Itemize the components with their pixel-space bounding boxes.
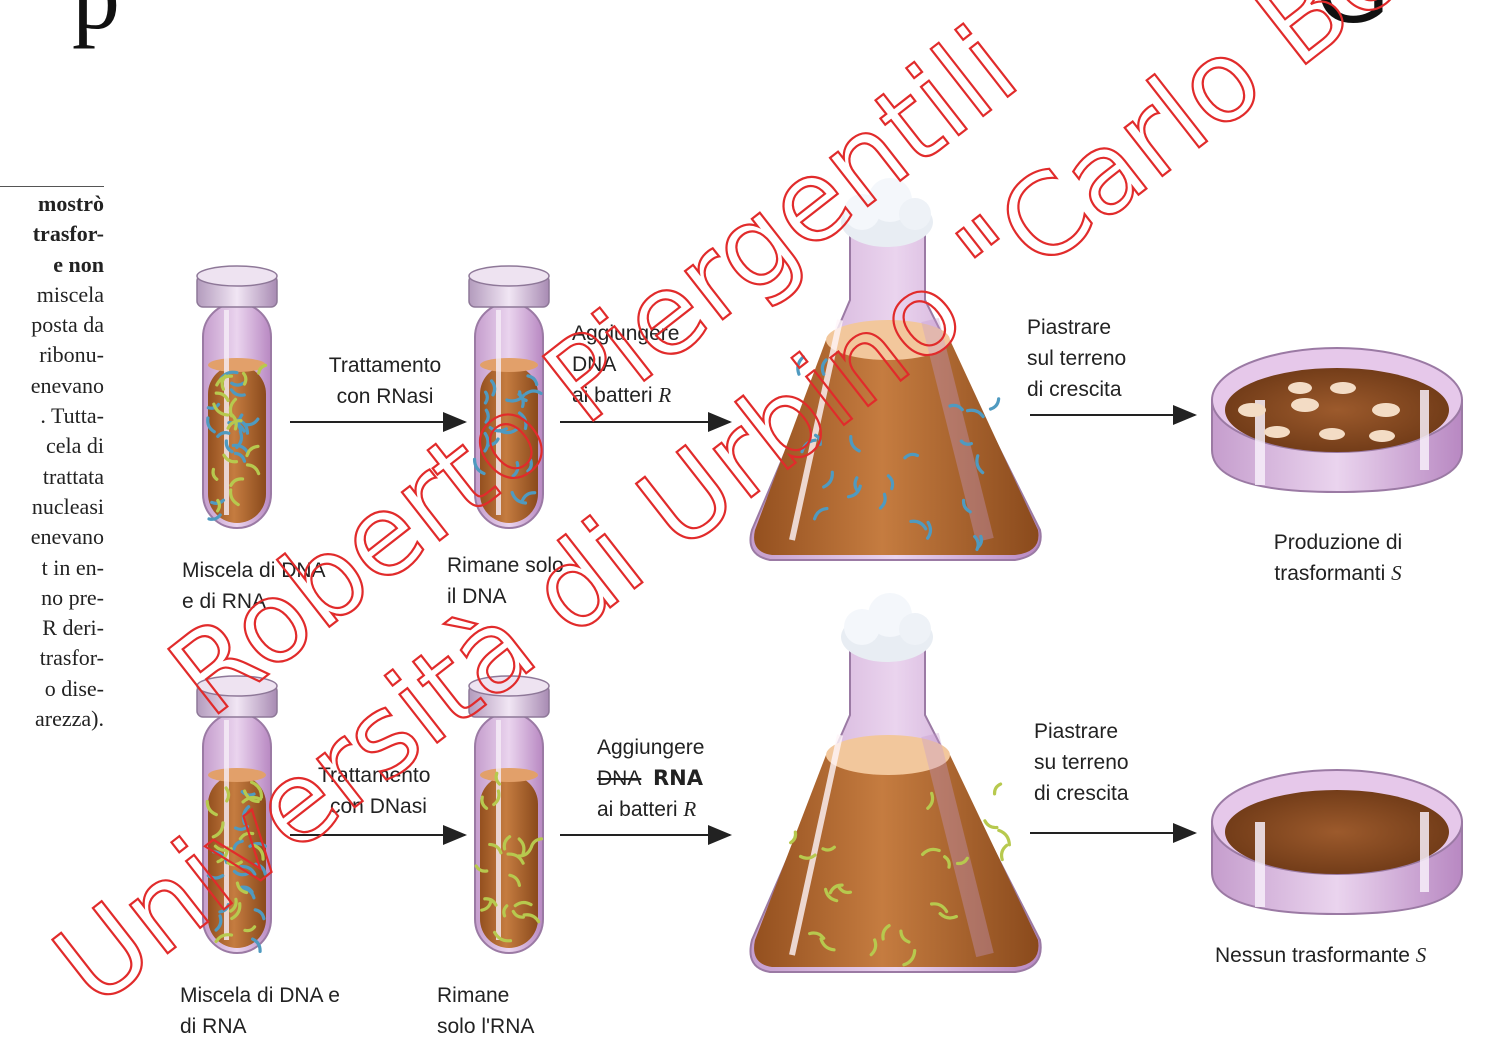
top-tube1-caption: Miscela di DNA e di RNA	[182, 555, 326, 617]
petri-dish-bottom	[1212, 770, 1462, 914]
top-result-caption: Produzione di trasformanti S	[1253, 527, 1423, 589]
bacterium	[1002, 845, 1007, 859]
bottom-tube2-caption: Rimane solo l'RNA	[437, 980, 534, 1042]
bottom-tube1-caption: Miscela di DNA e di RNA	[180, 980, 340, 1042]
rna-fragment	[218, 500, 220, 510]
struck-word: DNA	[597, 767, 641, 790]
top-step2-label: Aggiungere DNA ai batteri R	[572, 318, 679, 411]
bacterium	[985, 821, 997, 828]
flask-bottom	[750, 593, 1040, 972]
petri-dish-top	[1212, 348, 1462, 492]
top-step1-label: Trattamento con RNasi	[310, 350, 460, 412]
bacterium	[995, 784, 1001, 794]
bacterium	[991, 399, 999, 409]
bacterium	[791, 832, 796, 843]
top-tube2-caption: Rimane solo il DNA	[447, 550, 564, 612]
bottom-step2-label: Aggiungere DNA RNA ai batteri R	[597, 732, 704, 825]
flask-top	[750, 178, 1040, 560]
bottom-result-caption: Nessun trasformante S	[1215, 940, 1426, 971]
tube-mixture-top	[197, 266, 277, 528]
dna-fragment	[485, 392, 487, 403]
bacterium	[999, 830, 1010, 844]
tube-dna-only-top	[469, 266, 549, 528]
bottom-step1-label: Trattamento con DNasi	[318, 760, 430, 822]
handwritten-correction: RNA	[653, 766, 703, 790]
top-step3-label: Piastrare sul terreno di crescita	[1027, 312, 1126, 405]
bottom-step3-label: Piastrare su terreno di crescita	[1034, 716, 1129, 809]
bacterium	[798, 357, 803, 374]
